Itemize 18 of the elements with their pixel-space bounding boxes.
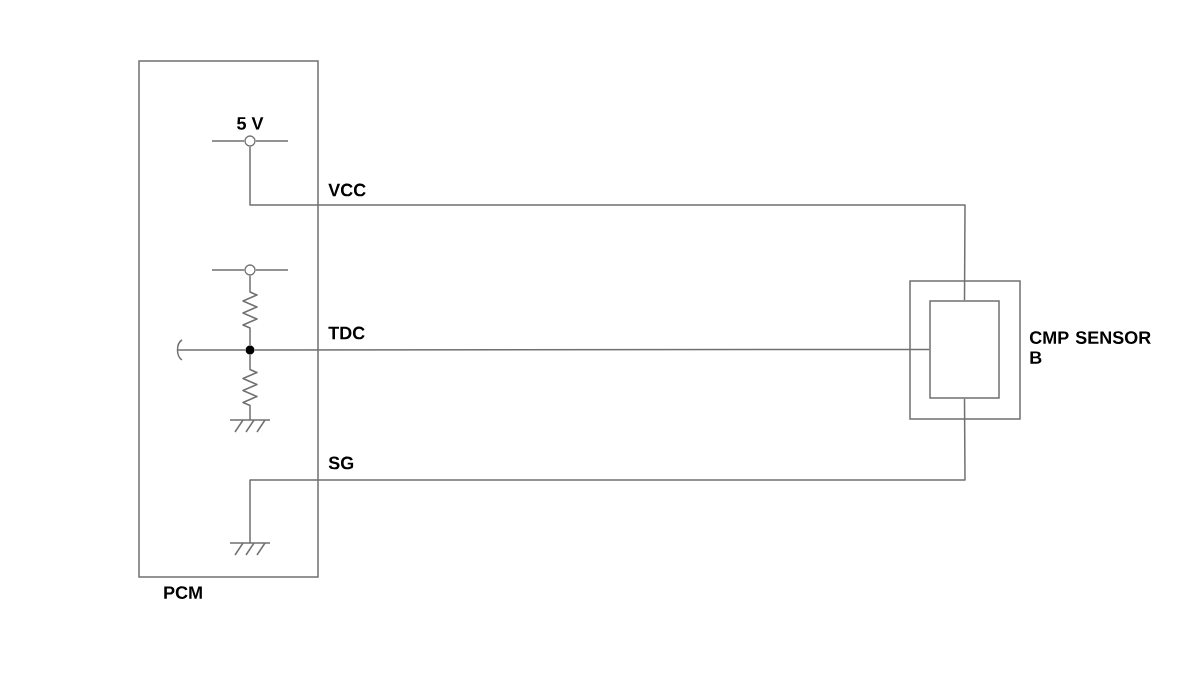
wire xyxy=(242,274,258,347)
terminal: 5 V xyxy=(211,117,289,147)
wire xyxy=(253,348,930,351)
wire-label: SG xyxy=(328,456,354,470)
wire-label: VCC xyxy=(328,183,366,197)
node-label: 5 V xyxy=(237,117,264,130)
wire xyxy=(242,353,258,421)
ground-symbol xyxy=(229,419,271,433)
wire xyxy=(249,398,966,544)
node-label: CMP SENSOR B xyxy=(1029,331,1151,364)
wire-label: TDC xyxy=(328,326,365,340)
sensor-element-box xyxy=(929,300,1000,399)
module-box: CMP SENSOR B xyxy=(909,280,1151,420)
ground-symbol xyxy=(229,542,271,556)
wire xyxy=(176,339,247,361)
node-label: PCM xyxy=(164,586,202,599)
terminal xyxy=(211,264,289,276)
wire xyxy=(249,145,966,301)
